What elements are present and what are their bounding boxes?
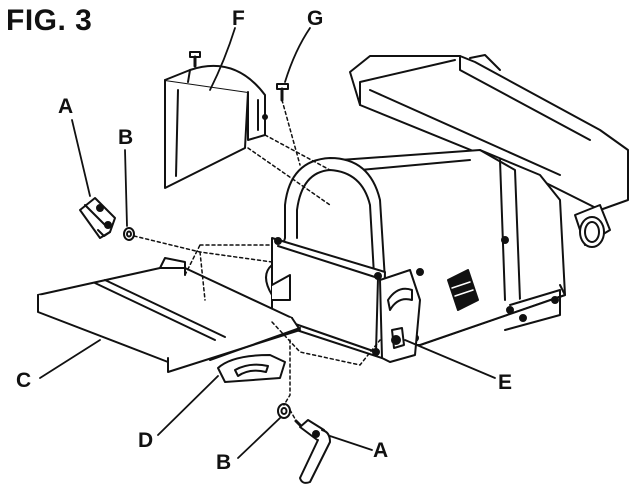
guard-f [164, 64, 268, 189]
label-b-bottom: B [216, 451, 232, 474]
label-f: F [232, 7, 245, 30]
label-g: G [307, 7, 324, 30]
motor-housing [339, 54, 629, 346]
washer-top [123, 227, 135, 241]
screw-g [276, 83, 289, 102]
label-b-top: B [118, 126, 134, 149]
washer-bottom [277, 403, 291, 419]
figure-title: FIG. 3 [6, 4, 93, 37]
assembly-lines [133, 99, 381, 425]
leader-lines [39, 27, 496, 459]
lock-knob-top [79, 197, 116, 239]
lock-knob-bottom [294, 419, 331, 484]
tilt-bracket-e [379, 269, 421, 363]
table-bracket-d [217, 354, 286, 383]
label-a-top: A [58, 95, 74, 118]
label-e: E [498, 371, 513, 394]
label-c: C [16, 369, 32, 392]
work-table-c [37, 257, 301, 373]
screw-left [189, 51, 201, 68]
label-d: D [138, 429, 154, 452]
label-a-bottom: A [373, 439, 389, 462]
